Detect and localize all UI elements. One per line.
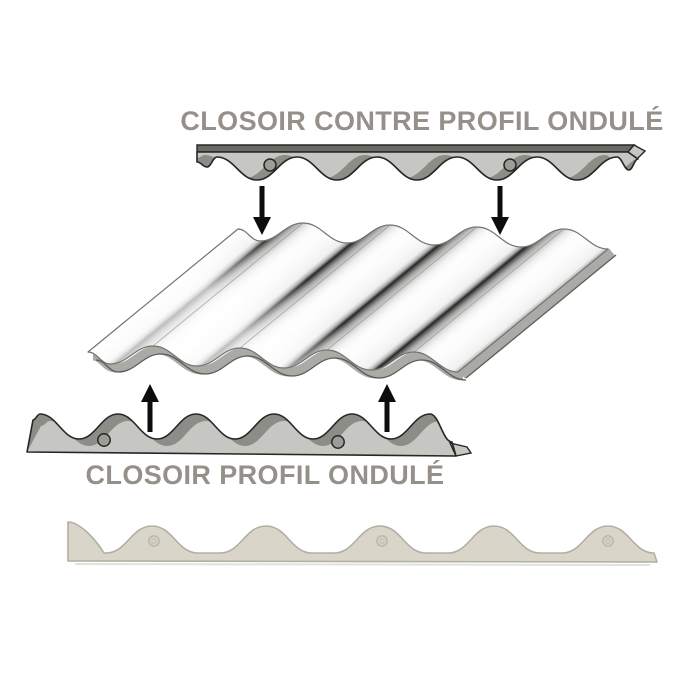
- arrow-head: [141, 384, 159, 402]
- photo-shadow: [74, 563, 651, 566]
- bottom-closure-outline: [26, 413, 457, 457]
- top-label: CLOSOIR CONTRE PROFIL ONDULÉ: [180, 106, 664, 136]
- photo-strip-body: [67, 521, 658, 563]
- sheet-right-thickness: [459, 248, 615, 379]
- bottom-closure-strip: [26, 413, 473, 457]
- corrugated-sheet: [87, 222, 617, 381]
- photo-screw-hole-inner: [379, 538, 385, 544]
- rivet-hole: [97, 433, 111, 447]
- rivet-hole: [331, 435, 345, 449]
- top-closure-outline: [196, 151, 639, 181]
- photo-screw-hole: [602, 535, 614, 547]
- arrow-head: [378, 384, 396, 402]
- photo-screw-hole: [148, 535, 160, 547]
- down-arrow-right: [491, 186, 509, 235]
- rivet-hole: [503, 158, 517, 172]
- up-arrow-left: [141, 384, 159, 432]
- arrow-head: [253, 217, 271, 235]
- sheet-front-highlight: [88, 223, 608, 372]
- top-closure-top-face: [196, 144, 636, 153]
- bottom-label: CLOSOIR PROFIL ONDULÉ: [85, 460, 445, 490]
- down-arrow-left: [253, 186, 271, 235]
- sheet-right-thickness-line: [465, 254, 617, 379]
- top-closure-face: [197, 152, 638, 178]
- arrow-head: [491, 217, 509, 235]
- photo-screw-hole: [376, 535, 388, 547]
- sheet-crest-line: [152, 222, 304, 347]
- sheet-outline: [87, 222, 609, 373]
- bottom-closure-face: [27, 421, 456, 456]
- sheet-crest-line: [239, 224, 391, 349]
- top-closure-strip: [196, 144, 647, 181]
- photo-screw-hole-inner: [151, 538, 157, 544]
- sheet-crest-line: [413, 228, 565, 353]
- up-arrow-right: [378, 384, 396, 432]
- closure-product-photo: [67, 521, 658, 566]
- sheet-crest-line: [326, 226, 478, 351]
- rivet-hole: [263, 158, 277, 172]
- sheet-front-thickness-line: [95, 353, 467, 381]
- photo-screw-hole-inner: [605, 538, 611, 544]
